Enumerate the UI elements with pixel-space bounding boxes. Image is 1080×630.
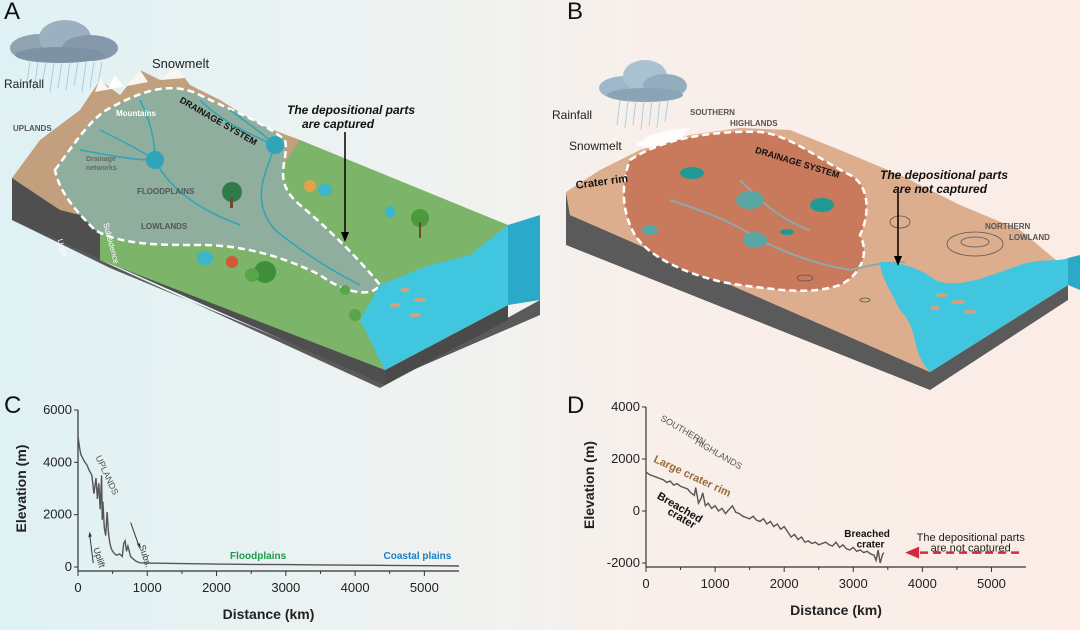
x-tick-label: 5000 [410,580,439,595]
annotation-label: crater [857,539,885,550]
callout-captured-1: The depositional parts [287,103,416,117]
drainage-system-outline [53,86,382,294]
x-tick-label: 4000 [341,580,370,595]
callout-captured-2: are captured [302,117,375,131]
subsidence-arrowhead [136,543,141,549]
label-drainage-networks-1: Drainage [86,156,116,163]
ocean [880,258,1068,372]
label-mountains: Mountains [116,109,156,118]
label-snowmelt-b: Snowmelt [569,139,622,153]
panel-label-a: A [4,0,21,25]
uplift-arrowhead [88,531,92,538]
annotation-label: are not captured [931,542,1011,554]
y-tick-label: 6000 [43,402,72,417]
trees [197,180,429,321]
label-northern: NORTHERN [985,222,1031,231]
y-tick-label: -2000 [607,555,640,570]
mars-block-diagram [566,60,1080,390]
arrowhead-icon [905,546,920,559]
y-tick-label: 2000 [611,451,640,466]
rain-cloud-icon [10,20,118,93]
x-tick-label: 3000 [839,576,868,591]
x-axis-label: Distance (km) [223,606,315,622]
label-snowmelt: Snowmelt [152,56,210,71]
annotation-label: The depositional parts [917,532,1026,544]
x-tick-label: 1000 [133,580,162,595]
callout-not-captured-1: The depositional parts [880,168,1009,182]
x-tick-label: 3000 [271,580,300,595]
label-highlands: HIGHLANDS [730,119,778,128]
rain-cloud-icon [599,60,687,131]
y-tick-label: 2000 [43,507,72,522]
annotation-label: HIGHLANDS [693,436,743,471]
y-tick-label: 0 [65,559,72,574]
annotation-label: Coastal plains [384,551,452,562]
x-tick-label: 1000 [701,576,730,591]
panel-label-b: B [567,0,584,25]
annotation-label: Floodplains [230,551,287,562]
annotation-label: Uplift [91,546,107,569]
label-uplands: UPLANDS [13,124,52,133]
x-tick-label: 2000 [202,580,231,595]
panel-label-c: C [4,392,22,419]
x-axis-label: Distance (km) [790,602,882,618]
uplift-arrow [89,535,94,564]
earth-block-diagram [10,20,540,388]
elevation-line [645,471,885,564]
y-axis-label: Elevation (m) [581,441,597,529]
elevation-profile-earth-chart: 0 2000 4000 6000 0 1000 2000 3000 4000 5000Distan… [13,402,460,622]
x-tick-label: 2000 [770,576,799,591]
label-lowlands: LOWLANDS [141,222,188,231]
x-tick-label: 0 [642,576,649,591]
callout-not-captured-2: are not captured [893,182,988,196]
annotation-label: Breached [844,529,890,540]
y-tick-label: 4000 [611,399,640,414]
label-drainage-networks-2: networks [86,165,117,172]
x-tick-label: 0 [74,580,81,595]
ocean [360,225,508,370]
label-southern: SOUTHERN [690,108,735,117]
y-axis-label: Elevation (m) [13,445,29,533]
elevation-line [77,436,460,567]
label-lowland: LOWLAND [1009,233,1050,242]
crater-lakes [642,167,834,248]
y-tick-label: 4000 [43,454,72,469]
x-tick-label: 5000 [977,576,1006,591]
x-tick-label: 4000 [908,576,937,591]
y-tick-label: 0 [633,503,640,518]
label-rainfall: Rainfall [4,77,45,91]
subsidence-arrow [130,522,140,547]
label-floodplains: FLOODPLAINS [137,187,195,196]
label-rainfall-b: Rainfall [552,108,593,122]
panel-label-d: D [567,392,585,419]
